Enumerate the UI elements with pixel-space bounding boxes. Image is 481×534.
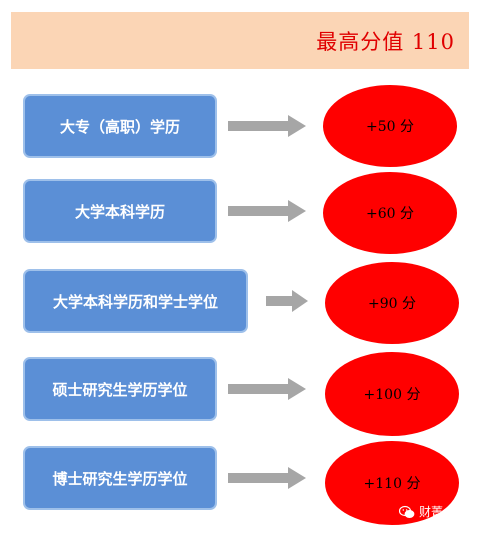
arrow-icon [266, 290, 308, 312]
arrow-icon [228, 115, 306, 137]
header-banner: 最高分值 110 [11, 12, 469, 69]
degree-box-master: 硕士研究生学历学位 [23, 357, 217, 421]
arrow-icon [228, 378, 306, 400]
max-score-title: 最高分值 110 [316, 30, 455, 54]
points-ellipse-associate: +50 分 [323, 85, 457, 167]
degree-box-bachelor-with-degree: 大学本科学历和学士学位 [23, 269, 248, 333]
watermark: 财菁 [398, 503, 443, 520]
points-ellipse-bachelor-with-degree: +90 分 [325, 262, 459, 344]
degree-box-doctorate: 博士研究生学历学位 [23, 446, 217, 510]
watermark-text: 财菁 [418, 505, 443, 519]
degree-box-associate: 大专（高职）学历 [23, 94, 217, 158]
wechat-icon [398, 505, 415, 518]
arrow-icon [228, 200, 306, 222]
points-ellipse-doctorate: +110 分 [325, 441, 459, 525]
points-ellipse-bachelor: +60 分 [323, 172, 457, 254]
arrow-icon [228, 467, 306, 489]
points-ellipse-master: +100 分 [325, 352, 459, 436]
degree-box-bachelor: 大学本科学历 [23, 179, 217, 243]
